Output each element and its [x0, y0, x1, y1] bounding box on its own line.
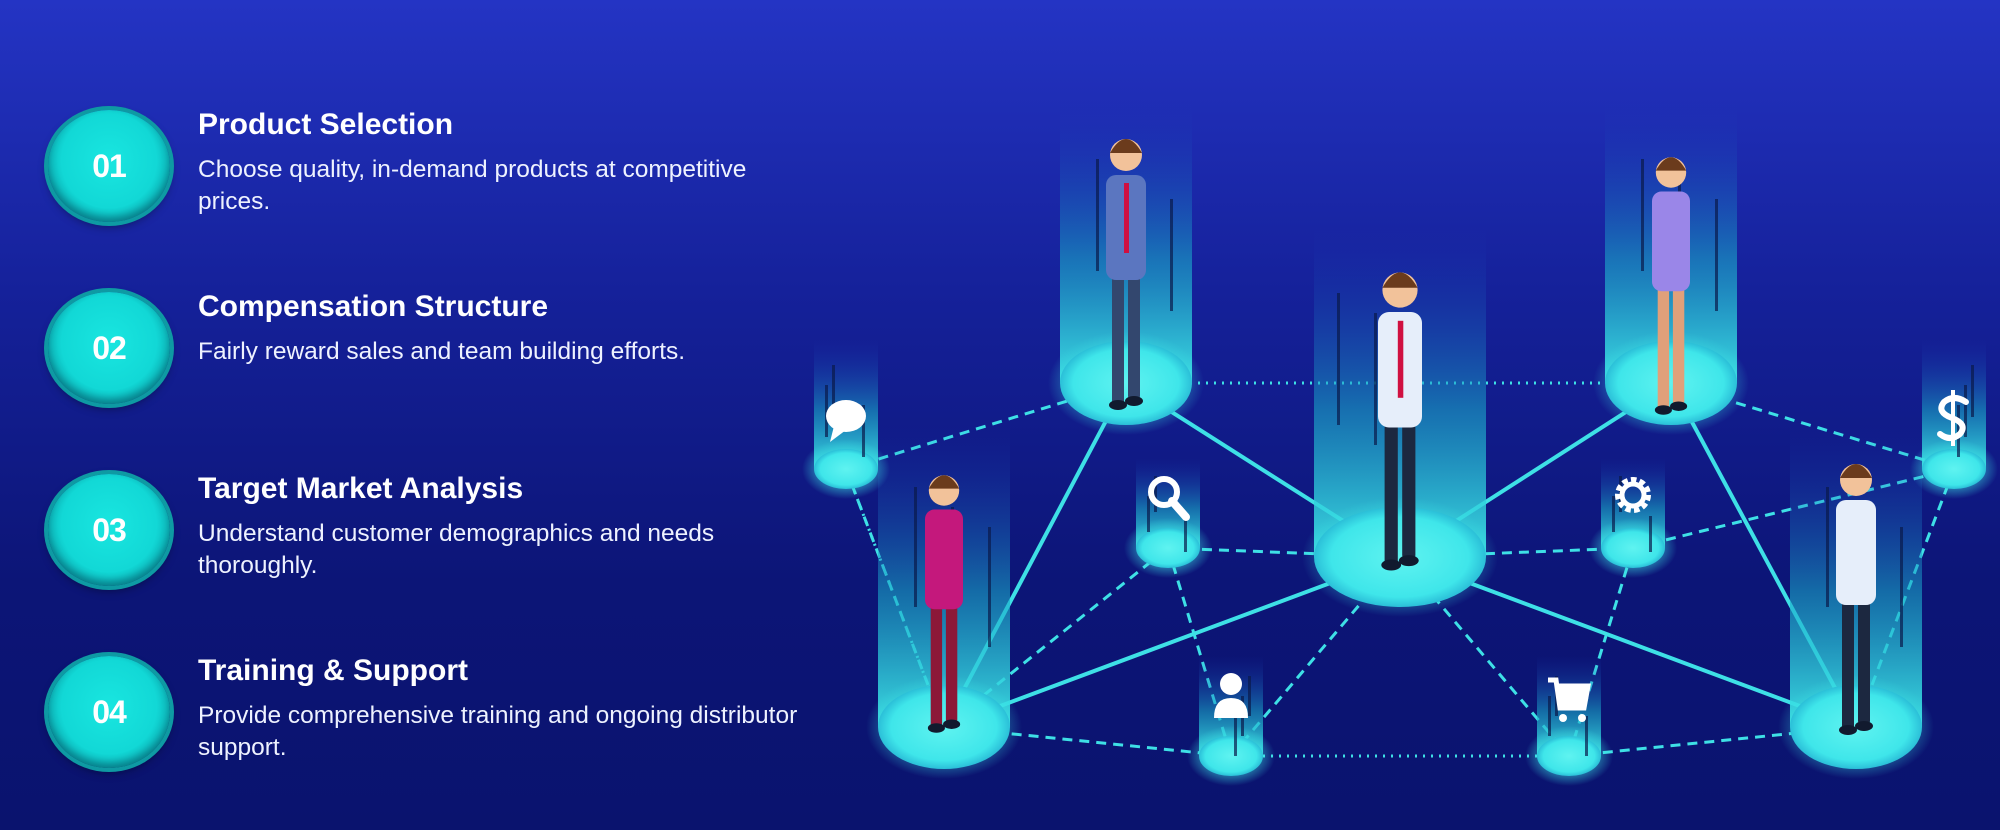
- network-node: [1922, 449, 1986, 489]
- step-description: Understand customer demographics and nee…: [198, 520, 715, 579]
- network-node: [1060, 341, 1192, 425]
- step-title: Product Selection: [198, 108, 454, 141]
- network-icons: [826, 390, 1969, 722]
- people-figures: [925, 139, 1876, 735]
- cart-icon: [1548, 677, 1591, 722]
- step-product-selection: 01 Product Selection Choose quality, in-…: [48, 108, 808, 230]
- step-number-badge: 01: [48, 110, 170, 222]
- step-number-badge: 04: [48, 656, 170, 768]
- person-bottom-right: [1836, 464, 1876, 735]
- person-bottom-left: [925, 475, 963, 733]
- step-training-support: 04 Training & Support Provide comprehens…: [48, 654, 808, 776]
- dollar-icon: [1937, 390, 1969, 446]
- network-node: [814, 449, 878, 489]
- step-number-badge: 03: [48, 474, 170, 586]
- step-target-market-analysis: 03 Target Market Analysis Understand cus…: [48, 472, 808, 594]
- step-title: Target Market Analysis: [198, 472, 524, 505]
- step-description: Choose quality, in-demand products at co…: [198, 156, 747, 215]
- network-node: [1136, 528, 1200, 568]
- network-node: [1314, 507, 1486, 607]
- step-description: Fairly reward sales and team building ef…: [198, 338, 686, 365]
- network-node: [1601, 528, 1665, 568]
- network-nodes: [802, 103, 1998, 786]
- step-number: 02: [92, 330, 127, 366]
- gear-icon: [1615, 477, 1651, 513]
- step-title: Training & Support: [198, 654, 468, 687]
- network-link: [1166, 547, 1233, 757]
- search-icon: [1148, 476, 1190, 521]
- network-node: [1605, 341, 1737, 425]
- network-link: [943, 725, 1232, 758]
- step-title: Compensation Structure: [198, 290, 549, 323]
- network-link: [943, 546, 1169, 729]
- chat-icon: [826, 400, 866, 442]
- step-number: 04: [92, 694, 127, 730]
- person-center: [1378, 272, 1422, 571]
- person-top-right: [1652, 157, 1690, 415]
- step-number: 03: [92, 512, 127, 548]
- person-top-left: [1106, 139, 1146, 410]
- network-node: [1537, 736, 1601, 776]
- step-description: Provide comprehensive training and ongoi…: [198, 702, 798, 761]
- step-number: 01: [92, 148, 127, 184]
- step-number-badge: 02: [48, 292, 170, 404]
- step-compensation-structure: 02 Compensation Structure Fairly reward …: [48, 290, 808, 412]
- network-node: [1199, 736, 1263, 776]
- user-icon: [1214, 673, 1248, 718]
